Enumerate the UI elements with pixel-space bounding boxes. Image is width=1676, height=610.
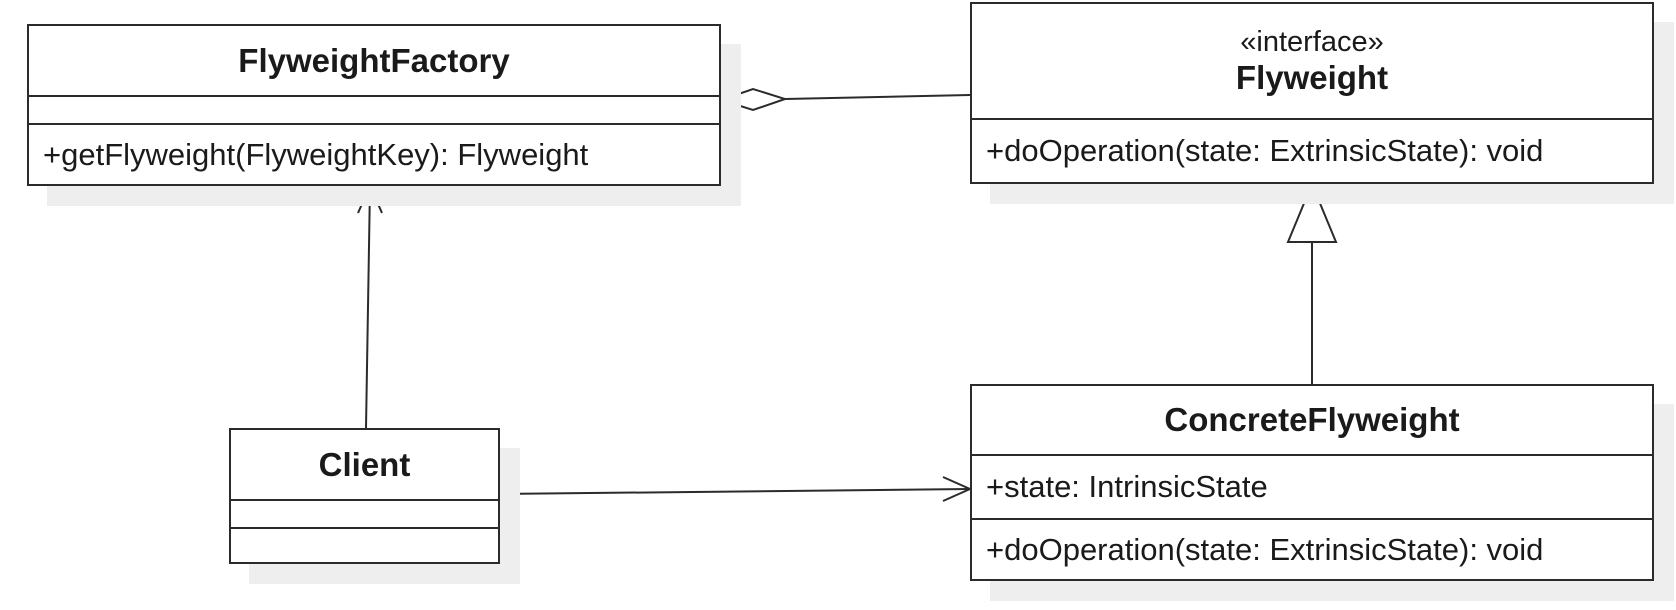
open-arrowhead-icon [357,183,383,214]
class-name: Client [318,445,411,483]
hollow-triangle-arrow-icon [1286,181,1338,243]
operations-compartment: +doOperation(state: ExtrinsicState): voi… [972,520,1652,579]
operation-do-operation: +doOperation(state: ExtrinsicState): voi… [986,531,1544,567]
aggregation-diamond-icon [717,87,789,112]
interface-flyweight[interactable]: «interface» Flyweight +doOperation(state… [970,2,1654,184]
dependency-client-factory [357,183,383,429]
operations-compartment: +doOperation(state: ExtrinsicState): voi… [972,120,1652,182]
attributes-compartment [29,97,719,125]
aggregation-line [784,94,971,100]
stereotype-label: «interface» [1240,26,1384,58]
operations-compartment [231,529,498,562]
class-client[interactable]: Client [229,428,500,564]
class-header: Client [231,430,498,501]
operation-get-flyweight: +getFlyweight(FlyweightKey): Flyweight [43,136,589,172]
class-header: FlyweightFactory [29,26,719,97]
class-header: «interface» Flyweight [972,4,1652,120]
class-name: FlyweightFactory [238,41,510,79]
attributes-compartment [231,501,498,529]
operations-compartment: +getFlyweight(FlyweightKey): Flyweight [29,125,719,184]
class-header: ConcreteFlyweight [972,386,1652,456]
class-name: ConcreteFlyweight [1164,401,1460,438]
dependency-line [499,488,971,495]
realization-concrete-flyweight [1286,181,1338,384]
attribute-state: +state: IntrinsicState [986,469,1268,504]
open-arrowhead-icon [942,476,973,502]
dependency-line [365,185,371,429]
operation-do-operation: +doOperation(state: ExtrinsicState): voi… [986,133,1544,168]
aggregation-factory-flyweight [717,87,971,112]
class-concrete-flyweight[interactable]: ConcreteFlyweight +state: IntrinsicState… [970,384,1654,581]
class-name: Flyweight [1235,59,1389,96]
dependency-client-concrete [499,476,973,502]
attributes-compartment: +state: IntrinsicState [972,456,1652,520]
class-flyweight-factory[interactable]: FlyweightFactory +getFlyweight(Flyweight… [27,24,721,186]
